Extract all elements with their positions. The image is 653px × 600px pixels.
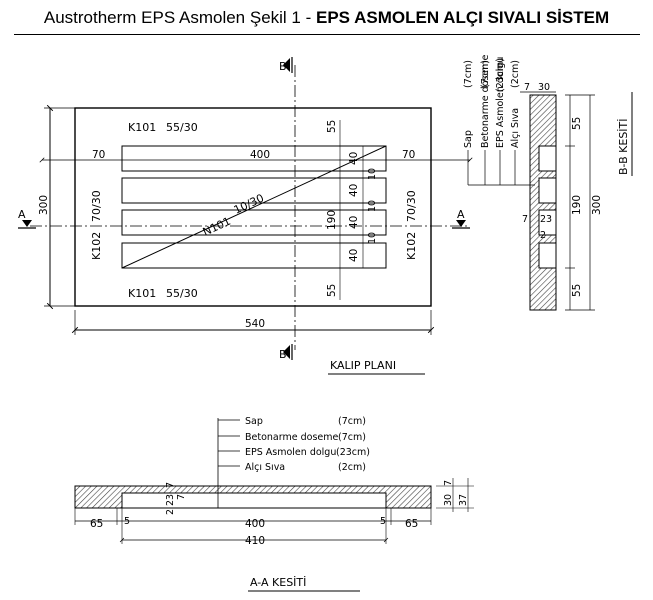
aa-dim-left65: 65 bbox=[90, 518, 103, 530]
dim-right-margin: 70 bbox=[402, 149, 415, 161]
bb-dim-side2: 2 bbox=[540, 230, 546, 241]
aa-layer-thickness: (2cm) bbox=[338, 462, 366, 473]
aa-dim-inner400: 400 bbox=[245, 518, 265, 530]
bb-dim-300: 300 bbox=[591, 195, 603, 215]
beam-top-name: K101 bbox=[128, 121, 156, 134]
dim-rib-strip: 40 bbox=[348, 249, 360, 262]
section-a-left-arrow bbox=[22, 220, 32, 227]
beam-top-size: 55/30 bbox=[166, 121, 198, 134]
dim-bottom-band: 55 bbox=[326, 284, 338, 297]
aa-layer-name: Alçı Sıva bbox=[245, 462, 285, 473]
aa-layer-thickness: (23cm) bbox=[336, 447, 370, 458]
dim-total-width: 540 bbox=[245, 318, 265, 330]
aa-dim-left2: 2 bbox=[165, 509, 176, 515]
aa-dim-left23: 23 bbox=[165, 494, 176, 506]
section-aa: Sap (7cm) Betonarme doseme (7cm) EPS Asm… bbox=[74, 416, 474, 592]
section-markers bbox=[18, 57, 470, 360]
bb-dim-55-top: 55 bbox=[571, 117, 583, 130]
beam-left-size: 70/30 bbox=[90, 190, 103, 222]
dim-inner-width: 400 bbox=[250, 149, 270, 161]
section-b-top-arrow bbox=[283, 58, 290, 72]
dim-rib-gap: 10 bbox=[367, 232, 378, 244]
aa-dim-right65: 65 bbox=[405, 518, 418, 530]
drawing-title: Austrotherm EPS Asmolen Şekil 1 - EPS AS… bbox=[0, 8, 653, 28]
section-bb: Sap Betonarme doseme EPS Asmolen dolgu A… bbox=[463, 55, 633, 311]
aa-dim-right7: 7 bbox=[443, 480, 454, 486]
bb-layer-thickness: (23cm) bbox=[495, 58, 506, 92]
beam-bottom-size: 55/30 bbox=[166, 287, 198, 300]
section-a-right-label: A bbox=[457, 208, 465, 221]
aa-dim-overall410: 410 bbox=[245, 535, 265, 547]
bb-dim-side23: 23 bbox=[540, 214, 552, 225]
section-b-bottom-label: B bbox=[279, 348, 287, 361]
bb-layer-name: Sap bbox=[463, 130, 474, 148]
slab-size: 10/30 bbox=[232, 192, 266, 217]
plan-rib-strip bbox=[121, 209, 387, 236]
section-b-top-label: B bbox=[279, 60, 287, 73]
title-rule bbox=[14, 34, 640, 35]
dim-rib-strip: 40 bbox=[348, 152, 360, 165]
beam-right-size: 70/30 bbox=[405, 190, 418, 222]
bb-layer-name: EPS Asmolen dolgu bbox=[495, 57, 506, 148]
plan-caption: KALIP PLANI bbox=[330, 359, 396, 372]
bb-layer-thickness: (7cm) bbox=[463, 60, 474, 88]
aa-dim-right30: 30 bbox=[443, 494, 454, 506]
dim-inner-height: 190 bbox=[326, 210, 338, 230]
dim-rib-strip: 40 bbox=[348, 216, 360, 229]
beam-right-name: K102 bbox=[405, 232, 418, 260]
section-a-right-arrow bbox=[456, 220, 466, 227]
dim-rib-gap: 10 bbox=[367, 200, 378, 212]
plan-view bbox=[30, 65, 473, 350]
plan-rib-strip bbox=[121, 177, 387, 204]
dim-top-band: 55 bbox=[326, 120, 338, 133]
aa-dim-left5: 5 bbox=[124, 516, 130, 527]
beam-left-name: K102 bbox=[90, 232, 103, 260]
bb-eps-block bbox=[538, 242, 557, 269]
aa-dim-left7b: 7 bbox=[176, 494, 187, 500]
section-b-bottom-arrow bbox=[283, 345, 290, 359]
bb-eps-block bbox=[538, 145, 557, 172]
section-a-left-label: A bbox=[18, 208, 26, 221]
plan-slab-outline bbox=[74, 107, 432, 307]
aa-layer-thickness: (7cm) bbox=[338, 432, 366, 443]
aa-layer-name: EPS Asmolen dolgu bbox=[245, 447, 336, 458]
dim-left-margin: 70 bbox=[92, 149, 105, 161]
bb-dim-55-bottom: 55 bbox=[571, 284, 583, 297]
title-main: EPS ASMOLEN ALÇI SIVALI SİSTEM bbox=[315, 8, 610, 27]
dim-rib-gap: 10 bbox=[367, 168, 378, 180]
aa-caption: A-A KESİTİ bbox=[250, 576, 306, 589]
bb-eps-block bbox=[538, 177, 557, 204]
bb-layer-name: Betonarme doseme bbox=[480, 55, 491, 148]
plan-slab-diagonal bbox=[121, 145, 387, 269]
bb-layer-thickness: (2cm) bbox=[510, 60, 521, 88]
bb-dim-190: 190 bbox=[571, 195, 583, 215]
bb-layer-thickness: (7cm) bbox=[480, 60, 491, 88]
title-prefix: Austrotherm EPS Asmolen Şekil 1 - bbox=[43, 8, 316, 27]
aa-layer-name: Betonarme doseme bbox=[245, 432, 338, 443]
aa-dim-left7: 7 bbox=[165, 482, 176, 488]
aa-dim-right37: 37 bbox=[458, 494, 469, 506]
bb-caption: B-B KESİTİ bbox=[617, 118, 630, 175]
bb-dim-top30: 30 bbox=[538, 82, 550, 93]
bb-dim-top7: 7 bbox=[524, 82, 530, 93]
beam-bottom-name: K101 bbox=[128, 287, 156, 300]
bb-dim-side7: 7 bbox=[522, 214, 528, 225]
dim-total-height: 300 bbox=[38, 195, 50, 215]
dim-rib-strip: 40 bbox=[348, 184, 360, 197]
plan-labels: B B A A K101 55/30 K101 55/30 K102 70/30… bbox=[18, 60, 465, 375]
aa-layer-thickness: (7cm) bbox=[338, 416, 366, 427]
bb-layer-name: Alçı Sıva bbox=[510, 108, 521, 148]
aa-dim-right5: 5 bbox=[380, 516, 386, 527]
aa-eps-block bbox=[121, 492, 387, 509]
aa-layer-name: Sap bbox=[245, 416, 263, 427]
bb-eps-block bbox=[538, 209, 557, 236]
plan-rib-strip bbox=[121, 242, 387, 269]
